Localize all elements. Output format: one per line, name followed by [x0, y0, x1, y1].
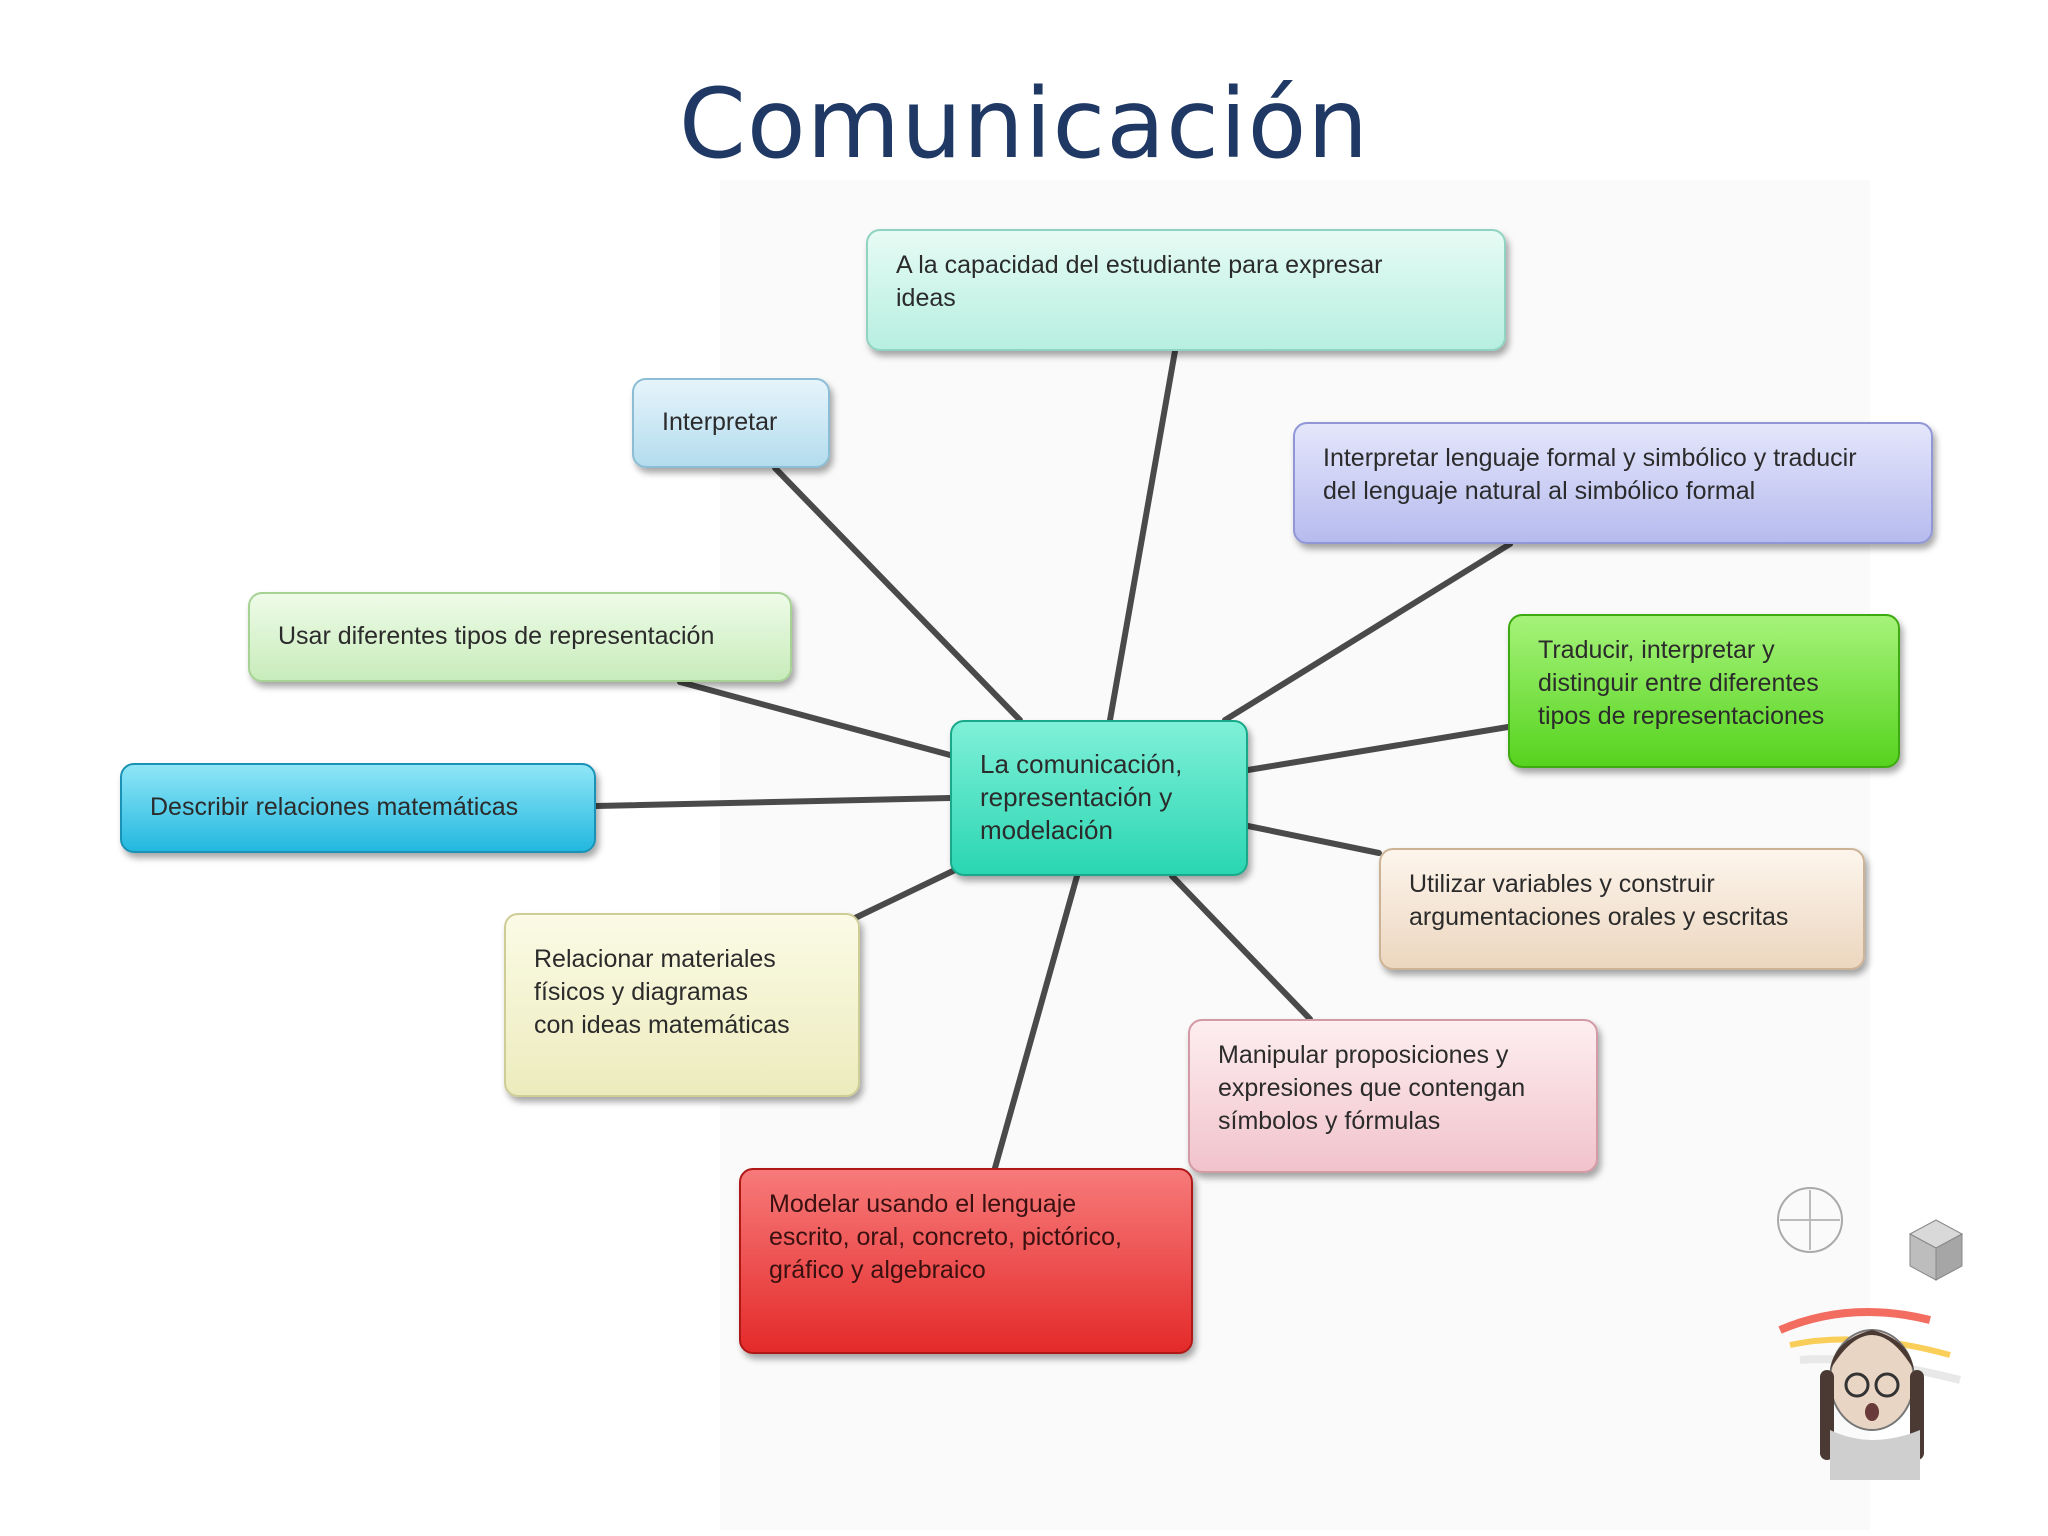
- girl-illustration-icon: [1777, 1187, 1964, 1480]
- page-title: Comunicación: [678, 68, 1370, 180]
- node-lenguaje-formal: Interpretar lenguaje formal y simbólico …: [1293, 422, 1933, 544]
- node-relacionar-materiales: Relacionar materiales físicos y diagrama…: [504, 913, 860, 1097]
- node-usar-representacion: Usar diferentes tipos de representación: [248, 592, 792, 682]
- link-formal: [1222, 541, 1513, 723]
- link-manipular: [1169, 873, 1313, 1022]
- link-interpretar: [772, 465, 1023, 723]
- node-expresar-ideas: A la capacidad del estudiante para expre…: [866, 229, 1506, 351]
- link-relacionar: [852, 867, 958, 921]
- link-usar: [677, 679, 953, 758]
- link-traducir: [1245, 724, 1511, 773]
- node-center-comunicacion: La comunicación, representación y modela…: [950, 720, 1248, 876]
- node-manipular-proposiciones: Manipular proposiciones y expresiones qu…: [1188, 1019, 1598, 1173]
- link-modelar: [992, 873, 1080, 1171]
- node-traducir-interpretar: Traducir, interpretar y distinguir entre…: [1508, 614, 1900, 768]
- node-interpretar: Interpretar: [632, 378, 830, 468]
- node-modelar-lenguaje: Modelar usando el lenguaje escrito, oral…: [739, 1168, 1193, 1354]
- node-describir-relaciones: Describir relaciones matemáticas: [120, 763, 596, 853]
- cube-icon: [1908, 1219, 1964, 1281]
- link-top: [1107, 348, 1178, 723]
- link-describir: [593, 795, 953, 809]
- link-utilizar: [1245, 823, 1382, 856]
- node-utilizar-variables: Utilizar variables y construir argumenta…: [1379, 848, 1865, 970]
